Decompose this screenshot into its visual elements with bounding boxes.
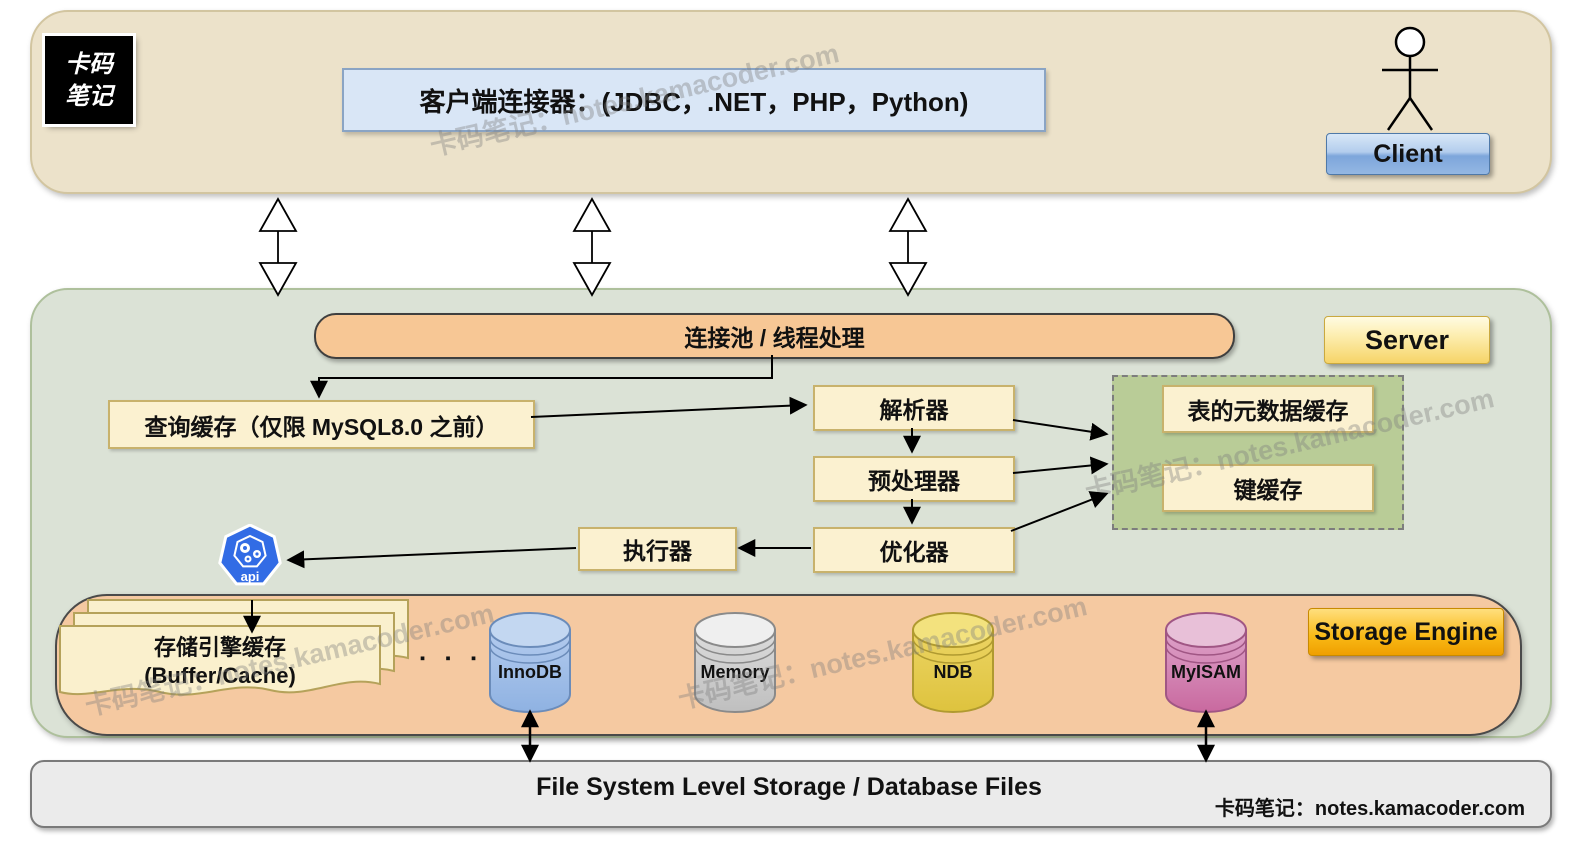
innodb-cylinder-icon [489, 612, 571, 713]
preprocessor-label: 预处理器 [868, 468, 960, 494]
myisam-cylinder-icon [1165, 612, 1247, 713]
parser-box: 解析器 [813, 385, 1015, 431]
storage-cache-doc-stack [59, 599, 409, 696]
client-badge-label: Client [1373, 139, 1443, 168]
storage-engine-badge: Storage Engine [1308, 608, 1504, 656]
server-badge-label: Server [1364, 324, 1450, 355]
kamacoder-note: 卡码笔记：notes.kamacoder.com [1214, 798, 1525, 820]
memory-cylinder-icon [694, 612, 776, 713]
memory-label: Memory [700, 662, 770, 682]
innodb-label: InnoDB [498, 662, 562, 682]
key-cache-box: 键缓存 [1162, 464, 1374, 512]
executor-label: 执行器 [623, 538, 692, 564]
engine-ellipsis: ▪ ▪ ▪ [419, 650, 485, 667]
filesystem-label-text: File System Level Storage / Database Fil… [536, 772, 1042, 801]
connection-pool-label: 连接池 / 线程处理 [684, 325, 865, 351]
storage-cache-label-line1: 存储引擎缓存 [153, 635, 286, 660]
query-cache-label: 查询缓存（仅限 MySQL8.0 之前） [144, 413, 499, 440]
key-cache-label: 键缓存 [1233, 477, 1303, 503]
table-metadata-cache-label: 表的元数据缓存 [1187, 398, 1349, 424]
client-connectors-label: 客户端连接器：(JDBC，.NET，PHP，Python) [419, 86, 969, 117]
client-badge: Client [1326, 133, 1490, 175]
client-stick-figure-icon [1382, 26, 1438, 131]
query-cache-box: 查询缓存（仅限 MySQL8.0 之前） [108, 400, 535, 449]
filesystem-label: File System Level Storage / Database Fil… [30, 760, 1548, 814]
table-metadata-cache-box: 表的元数据缓存 [1162, 385, 1374, 433]
storage-engine-badge-label: Storage Engine [1314, 617, 1498, 646]
parser-label: 解析器 [879, 397, 949, 423]
preprocessor-box: 预处理器 [813, 456, 1015, 502]
client-connectors-box: 客户端连接器：(JDBC，.NET，PHP，Python) [342, 68, 1046, 132]
server-badge: Server [1324, 316, 1490, 364]
executor-box: 执行器 [578, 527, 737, 571]
api-icon: api [218, 524, 282, 586]
api-icon-label: api [241, 569, 260, 584]
optimizer-label: 优化器 [879, 539, 949, 565]
client-server-arrows [258, 197, 928, 297]
connection-pool-bar: 连接池 / 线程处理 [314, 313, 1235, 359]
logo-line2: 笔记 [65, 81, 113, 110]
storage-cache-label: 存储引擎缓存 (Buffer/Cache) [70, 634, 370, 689]
myisam-label: MyISAM [1170, 662, 1241, 682]
ndb-cylinder-icon [912, 612, 994, 713]
optimizer-box: 优化器 [813, 527, 1015, 573]
kamacoder-logo: 卡码 笔记 [45, 36, 133, 124]
ndb-label: NDB [933, 662, 973, 682]
filesystem-bar [30, 760, 1552, 828]
storage-cache-label-line2: (Buffer/Cache) [144, 662, 296, 688]
logo-line1: 卡码 [65, 48, 113, 78]
